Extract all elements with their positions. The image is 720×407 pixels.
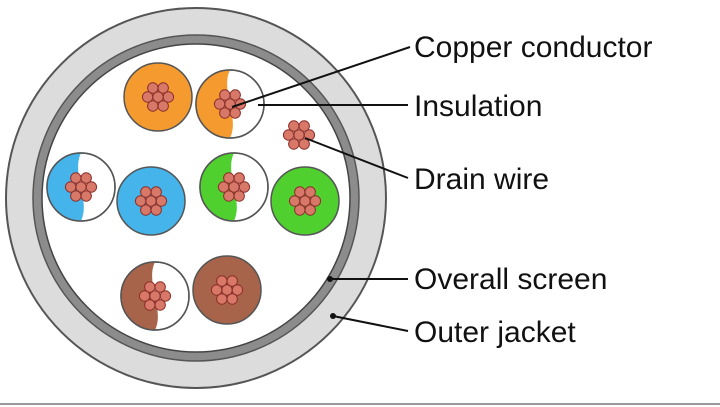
orange-wire	[123, 62, 193, 132]
wire-outline	[46, 152, 116, 222]
copper-strand	[288, 195, 301, 207]
copper-strand	[226, 293, 238, 305]
blue-white-wire	[46, 152, 116, 222]
copper-strand	[144, 299, 156, 311]
copper-strand	[229, 107, 241, 119]
leader-dot-overall-screen	[327, 276, 333, 282]
copper-strand	[216, 293, 228, 305]
copper-strand	[223, 172, 235, 184]
drain-wire	[282, 120, 316, 150]
copper-strand	[304, 186, 316, 198]
copper-strand	[288, 120, 300, 132]
copper-strand	[144, 281, 156, 293]
wire-group	[46, 62, 340, 331]
copper-strand	[70, 172, 82, 184]
copper-strand	[155, 195, 168, 207]
wire-outline	[199, 152, 269, 222]
label-outer-jacket: Outer jacket	[414, 316, 576, 349]
leader-dot-outer-jacket	[330, 313, 336, 319]
leader-outer-jacket	[332, 315, 409, 332]
label-copper-conductor: Copper conductor	[414, 31, 652, 64]
green-white-wire	[199, 152, 269, 222]
copper-strand	[150, 204, 162, 216]
copper-strand	[140, 186, 152, 198]
copper-strand	[159, 290, 172, 302]
copper-strand	[141, 91, 154, 103]
copper-strand	[298, 138, 310, 150]
copper-strand	[238, 181, 251, 193]
leader-copper-conductor	[231, 46, 411, 108]
label-insulation: Insulation	[414, 90, 542, 123]
copper-strand	[216, 275, 228, 287]
copper-strand	[150, 186, 162, 198]
copper-strand	[64, 181, 77, 193]
copper-strand	[219, 107, 231, 119]
copper-strand	[223, 190, 235, 202]
copper-strand	[229, 89, 241, 101]
copper-strand	[80, 172, 92, 184]
leader-drain-wire	[304, 137, 409, 179]
copper-strand	[162, 91, 175, 103]
brown-white-wire	[120, 261, 190, 331]
green-wire	[270, 166, 340, 236]
copper-strand	[217, 181, 230, 193]
copper-strand	[213, 98, 226, 110]
copper-strand	[210, 284, 223, 296]
copper-strand	[226, 275, 238, 287]
copper-strand	[80, 190, 92, 202]
copper-strand	[304, 204, 316, 216]
copper-strand	[294, 186, 306, 198]
copper-strand	[298, 120, 310, 132]
wire-outline	[120, 261, 190, 331]
copper-strand	[140, 204, 152, 216]
label-drain-wire: Drain wire	[414, 163, 549, 196]
copper-strand	[282, 129, 295, 141]
copper-strand	[85, 181, 98, 193]
copper-strand	[233, 190, 245, 202]
label-overall-screen: Overall screen	[414, 263, 607, 296]
copper-strand	[157, 82, 169, 94]
copper-strand	[138, 290, 151, 302]
copper-strand	[157, 100, 169, 112]
copper-strand	[154, 299, 166, 311]
copper-strand	[219, 89, 231, 101]
copper-strand	[147, 82, 159, 94]
blue-wire	[116, 166, 186, 236]
cable-core-space	[41, 43, 351, 353]
copper-strand	[70, 190, 82, 202]
copper-strand	[233, 172, 245, 184]
copper-strand	[288, 138, 300, 150]
copper-strand	[294, 204, 306, 216]
brown-wire	[192, 255, 262, 325]
copper-strand	[231, 284, 244, 296]
copper-strand	[147, 100, 159, 112]
orange-white-wire	[195, 69, 265, 139]
copper-strand	[309, 195, 322, 207]
copper-strand	[154, 281, 166, 293]
copper-strand	[134, 195, 147, 207]
